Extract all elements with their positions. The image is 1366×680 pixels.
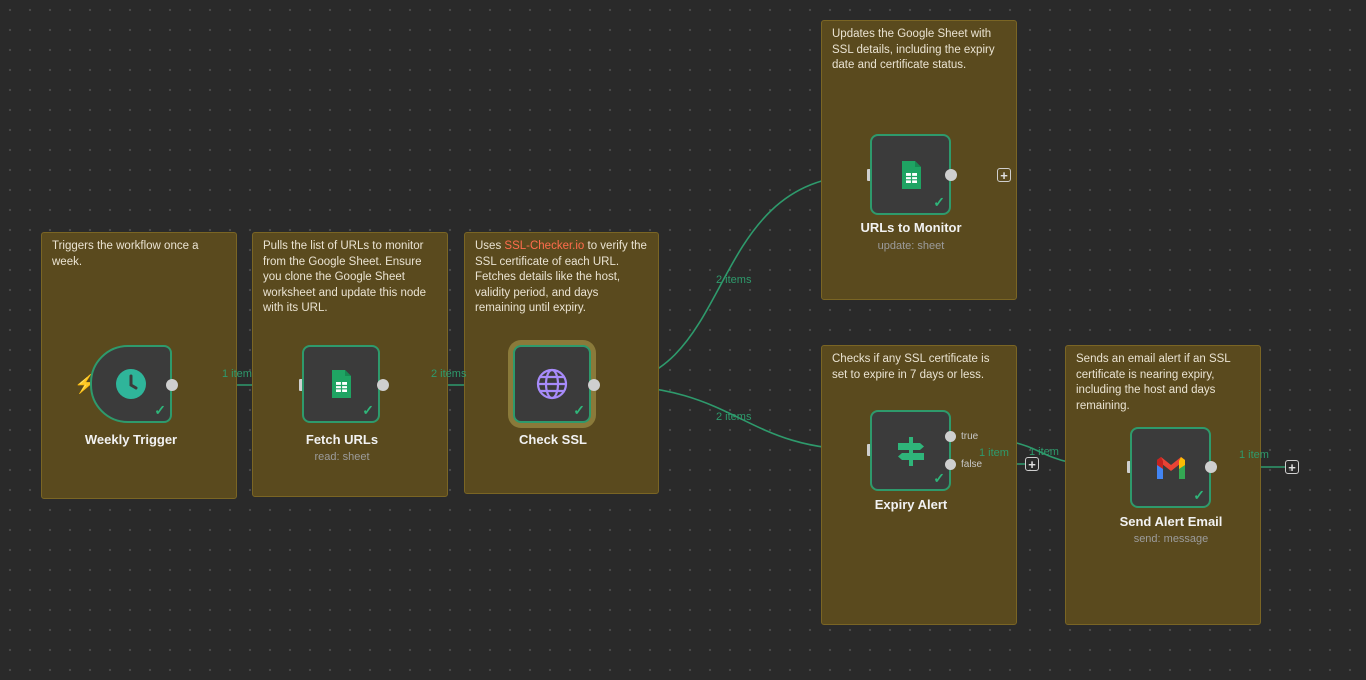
edge-label: 1 item bbox=[979, 447, 1009, 459]
node-fetch-urls[interactable]: ✓ bbox=[302, 345, 380, 423]
success-check-icon: ✓ bbox=[154, 402, 166, 418]
node-title: Weekly Trigger bbox=[84, 432, 178, 447]
sticky-note-text: Uses SSL-Checker.io to verify the SSL ce… bbox=[475, 239, 648, 317]
node-weekly-trigger[interactable]: ✓ bbox=[90, 345, 172, 423]
edge-label: 1 item bbox=[222, 368, 252, 380]
clock-icon bbox=[114, 367, 148, 401]
edge-label: 2 items bbox=[431, 368, 467, 380]
success-check-icon: ✓ bbox=[933, 470, 945, 486]
sticky-note-text: Updates the Google Sheet with SSL detail… bbox=[832, 28, 995, 71]
node-send-alert-email[interactable]: ✓ bbox=[1130, 427, 1211, 508]
google-sheets-icon bbox=[894, 158, 928, 192]
sticky-note-email[interactable]: Sends an email alert if an SSL certifica… bbox=[1065, 345, 1261, 625]
sticky-note-text: Sends an email alert if an SSL certifica… bbox=[1076, 353, 1231, 412]
edge-label: 1 item bbox=[1239, 449, 1269, 461]
add-node-button[interactable]: + bbox=[997, 168, 1011, 182]
success-check-icon: ✓ bbox=[362, 402, 374, 418]
add-node-button[interactable]: + bbox=[1025, 457, 1039, 471]
gmail-icon bbox=[1154, 451, 1188, 485]
node-title: URLs to Monitor bbox=[860, 220, 962, 235]
output-port-true[interactable] bbox=[945, 431, 956, 442]
add-node-button[interactable]: + bbox=[1285, 460, 1299, 474]
sticky-note-text: Checks if any SSL certificate is set to … bbox=[832, 353, 990, 381]
branch-label-true: true bbox=[961, 431, 979, 442]
output-port[interactable] bbox=[588, 379, 600, 391]
node-subtitle: read: sheet bbox=[314, 451, 370, 463]
success-check-icon: ✓ bbox=[933, 194, 945, 210]
google-sheets-icon bbox=[324, 367, 358, 401]
output-port[interactable] bbox=[945, 169, 957, 181]
success-check-icon: ✓ bbox=[573, 402, 585, 418]
sticky-note-text: Pulls the list of URLs to monitor from t… bbox=[263, 240, 427, 314]
output-port[interactable] bbox=[377, 379, 389, 391]
signpost-icon bbox=[894, 434, 928, 468]
edge-label: 2 items bbox=[716, 274, 752, 286]
node-subtitle: update: sheet bbox=[877, 240, 945, 252]
edge-label: 1 item bbox=[1029, 446, 1059, 458]
node-title: Check SSL bbox=[519, 432, 587, 447]
node-urls-to-monitor[interactable]: ✓ bbox=[870, 134, 951, 215]
node-title: Fetch URLs bbox=[305, 432, 379, 447]
node-check-ssl[interactable]: ✓ bbox=[513, 345, 591, 423]
globe-icon bbox=[535, 367, 569, 401]
output-port[interactable] bbox=[166, 379, 178, 391]
node-title: Send Alert Email bbox=[1119, 514, 1223, 529]
ssl-checker-link[interactable]: SSL-Checker.io bbox=[504, 240, 585, 252]
edge-label: 2 items bbox=[716, 411, 752, 423]
sticky-note-text: Triggers the workflow once a week. bbox=[52, 240, 199, 268]
branch-label-false: false bbox=[961, 459, 983, 470]
output-port-false[interactable] bbox=[945, 459, 956, 470]
note-suffix: to verify the SSL certificate of each UR… bbox=[475, 240, 647, 314]
node-expiry-alert[interactable]: ✓ bbox=[870, 410, 951, 491]
node-subtitle: send: message bbox=[1133, 533, 1209, 545]
output-port[interactable] bbox=[1205, 461, 1217, 473]
note-prefix: Uses bbox=[475, 240, 505, 252]
node-title: Expiry Alert bbox=[874, 497, 948, 512]
sticky-note-fetch[interactable]: Pulls the list of URLs to monitor from t… bbox=[252, 232, 448, 497]
success-check-icon: ✓ bbox=[1193, 487, 1205, 503]
